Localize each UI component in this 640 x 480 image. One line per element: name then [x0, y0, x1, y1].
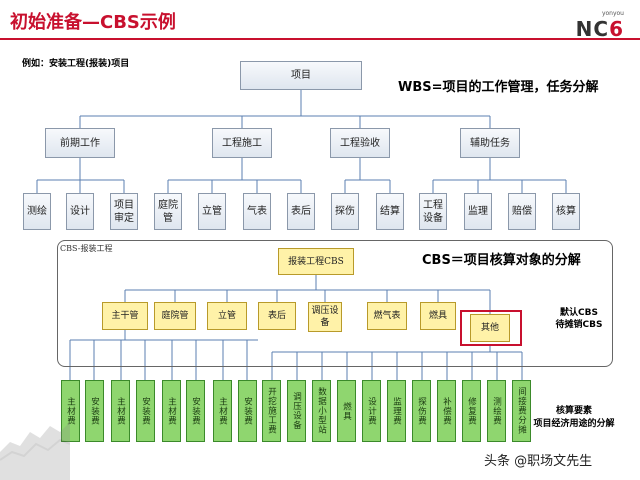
- logo-tagline: yonyou: [601, 10, 624, 17]
- wbs-task-node: 赔偿: [508, 193, 536, 230]
- brand-logo: yonyou NC6: [576, 10, 624, 41]
- wbs-task-node: 表后: [287, 193, 315, 230]
- cost-element: 主材费: [162, 380, 181, 442]
- wbs-task-node: 设计: [66, 193, 94, 230]
- cbs-node: 立管: [207, 302, 247, 330]
- cbs-node-other: 其他: [470, 314, 510, 342]
- wbs-task-node: 立管: [198, 193, 226, 230]
- cost-element: 安装费: [238, 380, 257, 442]
- wbs-task-node: 核算: [552, 193, 580, 230]
- default-cbs-note: 默认CBS 待摊销CBS: [555, 308, 603, 330]
- wbs-task-node: 工程设备: [419, 193, 447, 230]
- wbs-task-node: 探伤: [331, 193, 359, 230]
- wbs-group-node: 工程施工: [212, 128, 272, 158]
- cost-element: 安装费: [85, 380, 104, 442]
- default-cbs-highlight: [460, 310, 522, 346]
- wbs-group-node: 前期工作: [45, 128, 115, 158]
- cost-elements-note: 核算要素 项目经济用途的分解: [533, 406, 615, 429]
- cost-element: 主材费: [61, 380, 80, 442]
- wbs-task-node: 测绘: [23, 193, 51, 230]
- cbs-root-node: 报装工程CBS: [278, 248, 354, 275]
- cbs-node: 表后: [258, 302, 296, 330]
- cost-element: 测绘费: [487, 380, 506, 442]
- wbs-task-node: 结算: [376, 193, 404, 230]
- cbs-node: 燃具: [420, 302, 456, 330]
- cost-element: 安装费: [186, 380, 205, 442]
- wbs-caption: WBS=项目的工作管理，任务分解: [398, 80, 599, 95]
- cost-element: 开挖施工费: [262, 380, 281, 442]
- wbs-task-node: 项目审定: [110, 193, 138, 230]
- cbs-node: 庭院管: [154, 302, 196, 330]
- cbs-frame: [57, 240, 613, 367]
- cost-element: 主材费: [111, 380, 130, 442]
- cbs-caption: CBS＝项目核算对象的分解: [422, 253, 581, 268]
- cost-element: 设计费: [362, 380, 381, 442]
- cost-element: 调压设备: [287, 380, 306, 442]
- example-label: 例如：安装工程(报装)项目: [22, 59, 130, 69]
- cost-element: 安装费: [136, 380, 155, 442]
- cbs-node: 主干管: [102, 302, 148, 330]
- wbs-task-node: 气表: [243, 193, 271, 230]
- wbs-task-node: 庭院管: [154, 193, 182, 230]
- cost-element: 修复费: [462, 380, 481, 442]
- cbs-node: 燃气表: [367, 302, 407, 330]
- page-title: 初始准备—CBS示例: [10, 12, 176, 33]
- cbs-node: 调压设备: [308, 302, 342, 332]
- cost-element: 燃具: [337, 380, 356, 442]
- wbs-group-node: 工程验收: [330, 128, 390, 158]
- cost-element: 间接费分摊: [512, 380, 531, 442]
- wbs-group-node: 辅助任务: [460, 128, 520, 158]
- logo-text: NC6: [575, 17, 624, 41]
- cost-element: 数据小型站: [312, 380, 331, 442]
- cbs-frame-label: CBS-报装工程: [60, 244, 113, 253]
- cost-element: 监理费: [387, 380, 406, 442]
- watermark-text: 头条 @职场文先生: [484, 454, 593, 469]
- cost-element: 探伤费: [412, 380, 431, 442]
- title-divider: [0, 38, 640, 40]
- great-wall-decoration: [0, 422, 70, 480]
- wbs-root-node: 项目: [240, 61, 362, 90]
- cost-element: 补偿费: [437, 380, 456, 442]
- wbs-task-node: 监理: [464, 193, 492, 230]
- cost-element: 主材费: [213, 380, 232, 442]
